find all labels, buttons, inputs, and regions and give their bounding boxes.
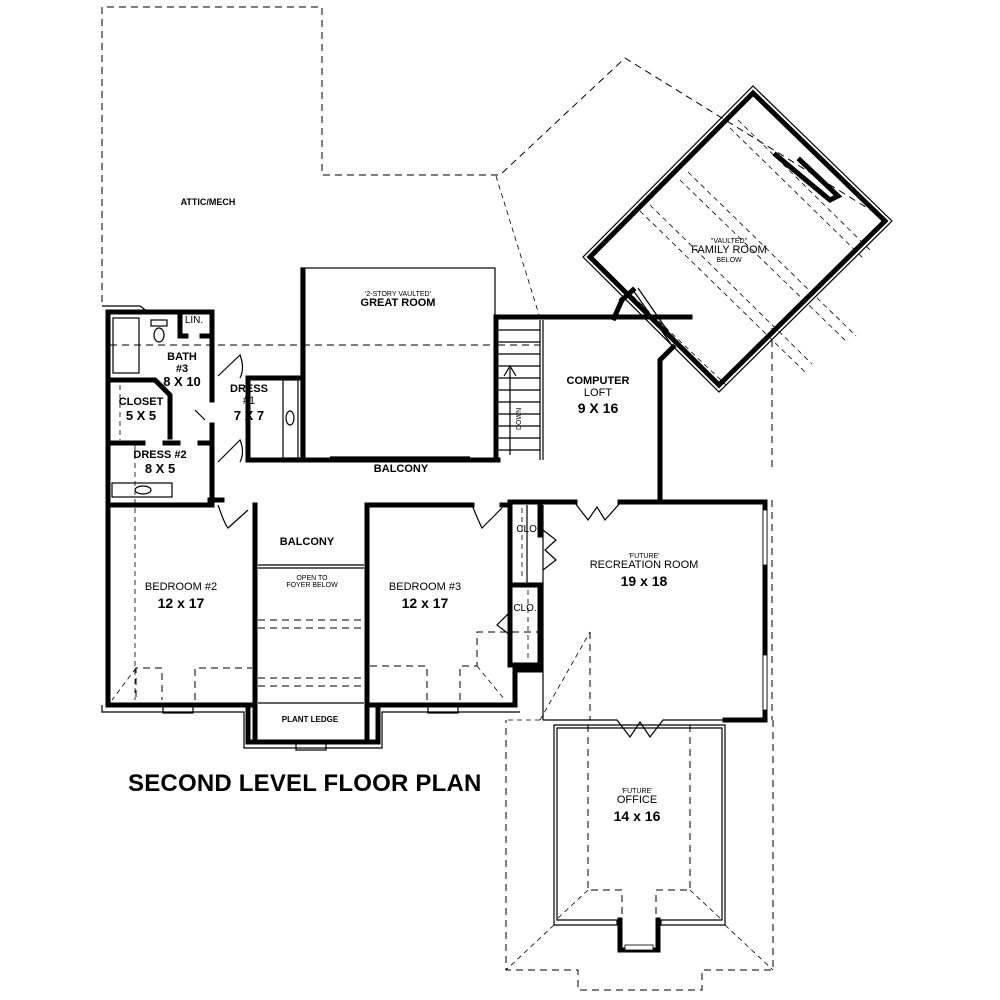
plan-title: SECOND LEVEL FLOOR PLAN (128, 770, 482, 797)
computer-loft-label: COMPUTER LOFT 9 X 16 (566, 375, 630, 417)
hall-bedroom-walls (101, 497, 543, 751)
balcony-upper-label: BALCONY (373, 463, 429, 475)
bath-3-label: BATH #3 8 X 10 (163, 351, 201, 390)
computer-loft-walls (610, 296, 677, 505)
great-room-walls (245, 267, 501, 463)
office-label: 'FUTURE' OFFICE 14 x 16 (613, 788, 661, 824)
open-to-foyer-label: OPEN TO FOYER BELOW (286, 575, 338, 590)
dress-1-label: DRESS #1 7 X 7 (230, 383, 268, 424)
stairs-down-label: DOWN (516, 407, 523, 430)
office-walls (505, 631, 774, 971)
attic-mech-label: ATTIC/MECH (180, 197, 236, 207)
dress-2-label: DRESS #2 8 X 5 (133, 449, 187, 476)
bath-dress-walls (102, 305, 303, 708)
great-room-label: '2-STORY VAULTED' GREAT ROOM (360, 291, 436, 310)
recreation-room-label: 'FUTURE' RECREATION ROOM 19 x 18 (589, 553, 699, 589)
closet-label: CLOSET 5 X 5 (118, 396, 164, 423)
closet-2-label: CLO. (513, 603, 537, 614)
bedroom-2-label: BEDROOM #2 12 x 17 (144, 581, 218, 611)
recreation-room-walls (496, 499, 768, 739)
balcony-lower-label: BALCONY (279, 536, 335, 548)
family-room-label: "VAULTED" FAMILY ROOM BELOW (691, 238, 767, 264)
roof-outline (101, 6, 891, 991)
staircase (493, 314, 693, 460)
family-room-walls (582, 85, 893, 393)
closet-1-label: CLO. (516, 524, 540, 535)
bedroom-3-label: BEDROOM #3 12 x 17 (388, 581, 462, 611)
plant-ledge-label: PLANT LEDGE (281, 715, 339, 724)
linen-closet-label: LIN. (184, 315, 204, 326)
